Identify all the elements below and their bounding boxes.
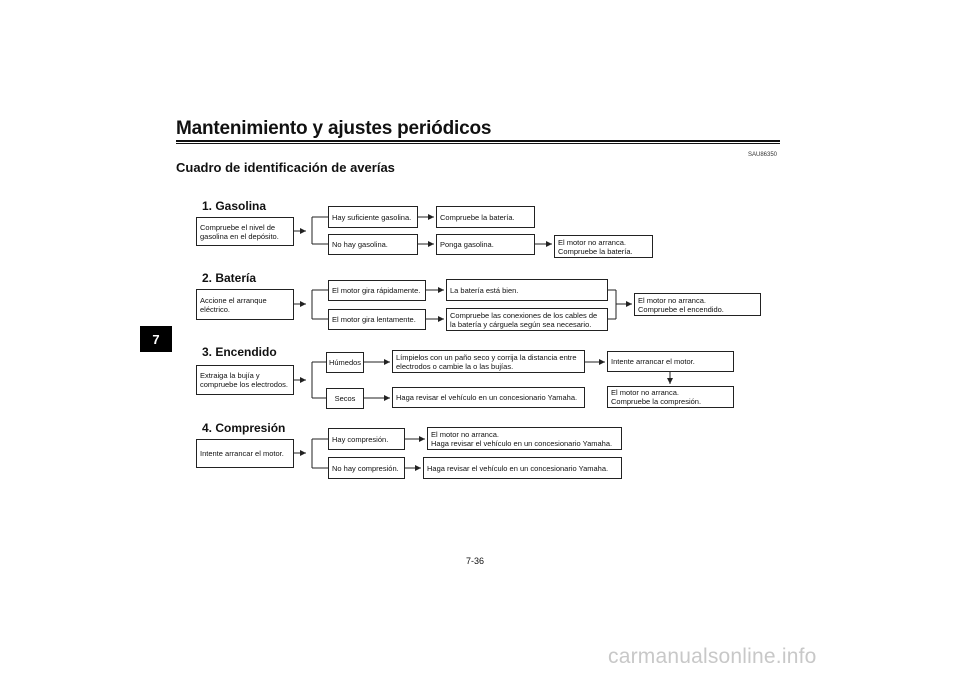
page-number: 7-36 (466, 556, 485, 566)
box-compression-yes: Hay compresión. (328, 428, 405, 450)
box-dry: Secos (326, 388, 364, 409)
chapter-tab: 7 (140, 326, 172, 352)
section-code: SAU86350 (748, 152, 778, 158)
watermark: carmanualsonline.info (608, 645, 817, 668)
box-try-start: Intente arrancar el motor. (607, 351, 734, 372)
box-no-compression-dealer: Haga revisar el vehículo en un concesion… (423, 457, 622, 479)
box-dealer-ignition: Haga revisar el vehículo en un concesion… (392, 387, 585, 408)
heading-compresion: 4. Compresión (202, 421, 286, 435)
box-wet: Húmedos (326, 352, 364, 373)
box-starter: Accione el arranque eléctrico. (196, 289, 294, 320)
box-add-fuel: Ponga gasolina. (436, 234, 535, 255)
box-turns-fast: El motor gira rápidamente. (328, 280, 426, 301)
header-rule (176, 140, 780, 142)
heading-bateria: 2. Batería (202, 271, 257, 285)
box-no-fuel: No hay gasolina. (328, 234, 418, 255)
header-rule-thin (176, 143, 780, 144)
box-turns-slow: El motor gira lentamente. (328, 309, 426, 330)
box-try-start-engine: Intente arrancar el motor. (196, 439, 294, 468)
box-check-cables: Compruebe las conexiones de los cables d… (446, 308, 608, 331)
box-compression-dealer: El motor no arranca. Haga revisar el veh… (427, 427, 622, 450)
box-check-fuel: Compruebe el nivel de gasolina en el dep… (196, 217, 294, 246)
heading-gasolina: 1. Gasolina (202, 199, 267, 213)
box-ignition-result: El motor no arranca. Compruebe la compre… (607, 386, 734, 408)
box-enough-fuel: Hay suficiente gasolina. (328, 206, 418, 228)
box-battery-ok: La batería está bien. (446, 279, 608, 301)
box-clean-plugs: Límpielos con un paño seco y corrija la … (392, 350, 585, 373)
section-title: Cuadro de identificación de averías (176, 160, 395, 175)
box-fuel-result: El motor no arranca. Compruebe la baterí… (554, 235, 653, 258)
heading-encendido: 3. Encendido (202, 345, 277, 359)
page-header-title: Mantenimiento y ajustes periódicos (176, 118, 492, 139)
box-compression-no: No hay compresión. (328, 457, 405, 479)
box-remove-plug: Extraiga la bujía y compruebe los electr… (196, 365, 294, 395)
box-check-battery: Compruebe la batería. (436, 206, 535, 228)
box-battery-result: El motor no arranca. Compruebe el encend… (634, 293, 761, 316)
